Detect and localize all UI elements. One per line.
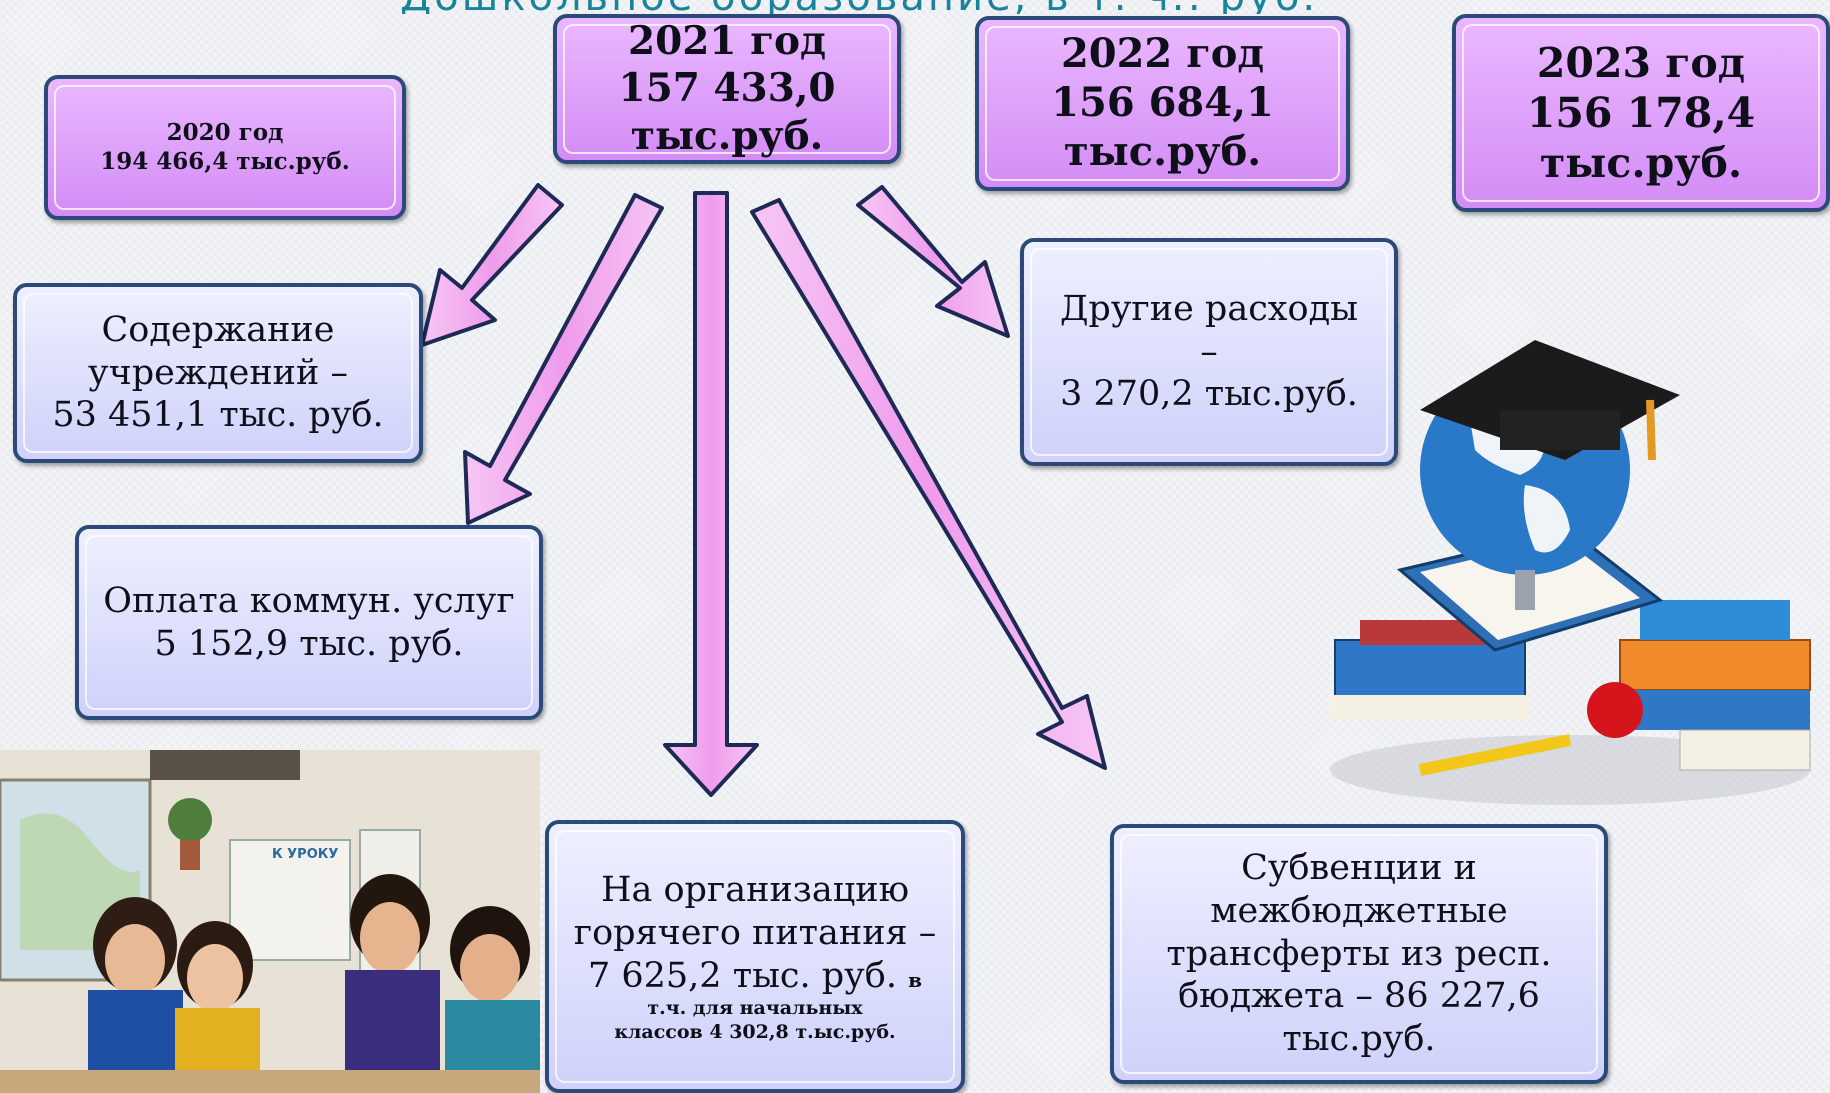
classroom-photo: К УРОКУ — [0, 750, 540, 1093]
meals-line2: горячего питания – — [573, 912, 937, 953]
page-title-fragment: Дошкольное образование, в т. ч.: руб. — [400, 0, 1318, 14]
classroom-sign: К УРОКУ — [272, 847, 338, 862]
meals-note2: классов 4 302,8 т.ыс.руб. — [614, 1020, 896, 1043]
year-2021-amount: 157 433,0 — [618, 65, 836, 112]
arrow-to-maintenance — [420, 183, 564, 347]
meals-line3-small: в — [908, 967, 923, 992]
title-strip: Дошкольное образование, в т. ч.: руб. — [0, 0, 1830, 14]
other-line1: Другие расходы — [1059, 288, 1359, 329]
year-2023-amount: 156 178,4 — [1526, 88, 1756, 137]
year-2021-unit: тыс.руб. — [630, 112, 824, 159]
subventions-line3: трансферты из респ. — [1166, 933, 1552, 974]
category-meals: На организацию горячего питания – 7 625,… — [545, 820, 965, 1093]
year-2022-label: 2022 год — [1060, 30, 1265, 78]
year-2020-label: 2020 год — [166, 119, 284, 147]
meals-line3: 7 625,2 тыс. руб. — [587, 955, 897, 996]
other-line2: – — [1200, 331, 1218, 372]
year-2022-unit: тыс.руб. — [1063, 127, 1262, 175]
arrow-to-subventions — [750, 198, 1107, 770]
globe-books-illustration — [1300, 300, 1830, 820]
subventions-line4: бюджета – 86 227,6 — [1178, 976, 1540, 1017]
arrow-to-other — [856, 185, 1010, 338]
other-line3: 3 270,2 тыс.руб. — [1060, 374, 1358, 415]
year-2020-amount: 194 466,4 тыс.руб. — [100, 147, 350, 175]
year-box-2022: 2022 год 156 684,1 тыс.руб. — [975, 16, 1350, 191]
subventions-line1: Субвенции и — [1241, 848, 1477, 889]
category-maintenance: Содержание учреждений – 53 451,1 тыс. ру… — [13, 283, 423, 463]
subventions-line2: межбюджетные — [1210, 890, 1508, 931]
year-box-2020: 2020 год 194 466,4 тыс.руб. — [44, 75, 406, 220]
year-2022-amount: 156 684,1 — [1051, 79, 1274, 127]
year-box-2021: 2021 год 157 433,0 тыс.руб. — [553, 14, 901, 164]
meals-note1: т.ч. для начальных — [647, 997, 863, 1020]
maintenance-line2: учреждений – — [88, 352, 348, 393]
utilities-line1: Оплата коммун. услуг — [103, 580, 515, 621]
meals-line1: На организацию — [600, 870, 910, 911]
subventions-line5: тыс.руб. — [1282, 1019, 1436, 1060]
arrow-to-meals — [663, 191, 759, 797]
year-2021-label: 2021 год — [627, 17, 826, 64]
year-2023-label: 2023 год — [1536, 38, 1746, 87]
arrow-to-utilities — [463, 193, 664, 525]
category-utilities: Оплата коммун. услуг 5 152,9 тыс. руб. — [75, 525, 543, 720]
year-box-2023: 2023 год 156 178,4 тыс.руб. — [1452, 14, 1830, 212]
maintenance-line1: Содержание — [101, 309, 335, 350]
year-2023-unit: тыс.руб. — [1539, 139, 1743, 187]
category-subventions: Субвенции и межбюджетные трансферты из р… — [1110, 824, 1608, 1084]
maintenance-line3: 53 451,1 тыс. руб. — [52, 395, 384, 436]
utilities-line2: 5 152,9 тыс. руб. — [154, 623, 464, 664]
category-other: Другие расходы – 3 270,2 тыс.руб. — [1020, 238, 1398, 466]
